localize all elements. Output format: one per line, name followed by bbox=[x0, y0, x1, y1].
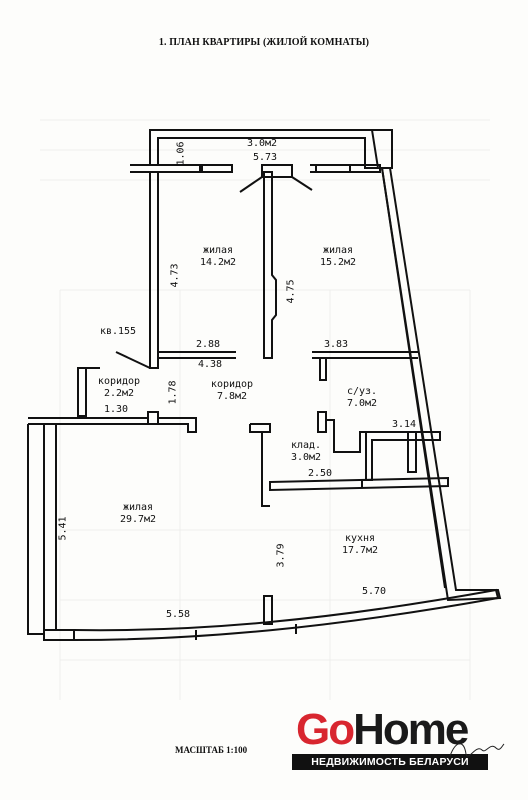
dim-living3-width: 5.58 bbox=[165, 609, 191, 620]
storage-bath-wall bbox=[326, 419, 367, 481]
kitchen-name: кухня bbox=[344, 533, 376, 544]
top-wall bbox=[130, 164, 201, 173]
dim-corridor-top: 2.88 bbox=[195, 339, 221, 350]
living2-name: жилая bbox=[322, 245, 354, 256]
bath-window-frame bbox=[407, 431, 417, 473]
dim-corridor-small-height: 1.78 bbox=[167, 380, 179, 405]
dim-living3-height: 5.41 bbox=[57, 516, 69, 541]
living2-area: 15.2м2 bbox=[319, 257, 357, 268]
corridor-small-area: 2.2м2 bbox=[103, 388, 135, 399]
dim-corridor-width: 4.38 bbox=[197, 359, 223, 370]
mid-wall-stub bbox=[147, 411, 159, 425]
dim-bath-width: 3.83 bbox=[323, 339, 349, 350]
document-title: 1. ПЛАН КВАРТИРЫ (ЖИЛОЙ КОМНАТЫ) bbox=[158, 37, 370, 48]
apartment-number: кв.155 bbox=[99, 326, 137, 337]
logo-tagline: НЕДВИЖИМОСТЬ БЕЛАРУСИ bbox=[292, 754, 488, 770]
living1-name: жилая bbox=[202, 245, 234, 256]
corridor-small-name: коридор bbox=[97, 376, 141, 387]
dim-corridor-small-width: 1.30 bbox=[103, 404, 129, 415]
living-partition bbox=[263, 171, 277, 359]
logo-go: Go bbox=[296, 705, 355, 754]
dim-storage-width: 2.50 bbox=[307, 468, 333, 479]
partition-stub bbox=[263, 595, 273, 625]
balcony-door bbox=[261, 164, 293, 178]
bathroom-name: с/уз. bbox=[346, 386, 378, 397]
corridor-main-area: 7.8м2 bbox=[216, 391, 248, 402]
gohome-logo: GoHome НЕДВИЖИМОСТЬ БЕЛАРУСИ bbox=[292, 706, 488, 774]
living1-left-wall bbox=[149, 171, 159, 369]
scale-label: МАСШТАБ 1:100 bbox=[175, 745, 248, 755]
dim-balcony-width: 5.73 bbox=[252, 152, 278, 163]
dim-balcony-depth: 1.06 bbox=[175, 141, 187, 166]
corridor-main-name: коридор bbox=[210, 379, 254, 390]
dim-living1-length: 4.73 bbox=[169, 263, 181, 288]
kitchen-top-wall bbox=[269, 476, 449, 492]
living3-name: жилая bbox=[122, 502, 154, 513]
bathroom-area: 7.0м2 bbox=[346, 398, 378, 409]
storage-area: 3.0м2 bbox=[290, 452, 322, 463]
living3-area: 29.7м2 bbox=[119, 514, 157, 525]
small-corridor-wall bbox=[77, 367, 87, 417]
dim-kitchen-depth: 3.79 bbox=[275, 543, 287, 568]
window-top-left bbox=[201, 164, 233, 173]
kitchen-area: 17.7м2 bbox=[341, 545, 379, 556]
dim-bath-side: 3.14 bbox=[391, 419, 417, 430]
balcony-area: 3.0м2 bbox=[246, 138, 278, 149]
dim-living2-length: 4.75 bbox=[285, 279, 297, 304]
lower-left-wall bbox=[43, 423, 57, 631]
storage-name: клад. bbox=[290, 440, 322, 451]
bath-left-wall bbox=[317, 411, 327, 433]
window-top-right bbox=[315, 164, 351, 173]
signature-scribble bbox=[449, 743, 505, 757]
dim-kitchen-width: 5.70 bbox=[361, 586, 387, 597]
storage-wall bbox=[250, 423, 271, 507]
logo-wordmark: GoHome bbox=[296, 705, 469, 754]
logo-home: Home bbox=[353, 705, 469, 754]
entry-diagonal bbox=[115, 351, 151, 369]
right-outer-wall bbox=[372, 129, 502, 602]
bottom-wall bbox=[43, 588, 500, 641]
living1-area: 14.2м2 bbox=[199, 257, 237, 268]
